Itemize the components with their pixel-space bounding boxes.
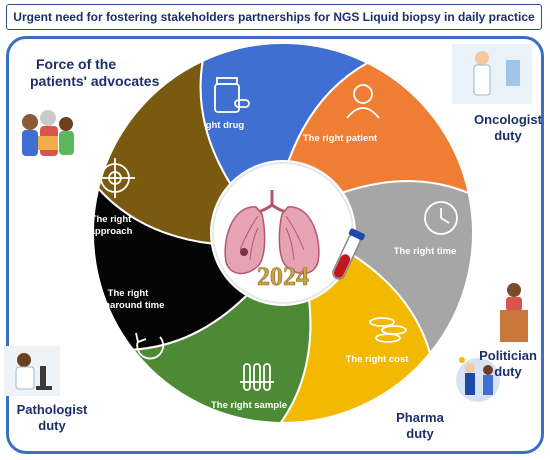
politician-role-label: Politician duty <box>468 348 548 379</box>
politician-illustration <box>500 283 528 342</box>
advocates-line1: Force of the <box>36 56 117 72</box>
pathologist-line2: duty <box>38 417 66 433</box>
politician-line1: Politician <box>479 348 537 363</box>
pathologist-role-label: Pathologist duty <box>4 402 100 433</box>
politician-line2: duty <box>494 363 522 379</box>
oncologist-line1: Oncologist <box>474 112 542 127</box>
test-tubes-icon <box>240 363 274 391</box>
person-icon <box>346 84 380 119</box>
advocates-line2: patients' advocates <box>30 72 160 89</box>
target-icon <box>95 158 135 198</box>
segment-label-4: The right cost <box>346 354 410 365</box>
pharma-line1: Pharma <box>396 410 444 425</box>
lungs-icon <box>224 190 320 275</box>
segment-4 <box>278 252 432 424</box>
pharma-role-label: Pharma duty <box>380 410 460 441</box>
refresh-arrow-icon <box>135 332 165 360</box>
oncologist-line2: duty <box>494 127 522 143</box>
segment-label-1: The right drug <box>180 120 245 131</box>
coins-icon <box>369 317 407 343</box>
pharma-illustration <box>456 357 500 402</box>
blood-tube-icon <box>332 228 365 280</box>
year-label: 2024 <box>257 262 309 291</box>
oncologist-role-label: Oncologist duty <box>468 112 548 143</box>
segment-2 <box>287 61 471 195</box>
segment-label-3: The right time <box>394 246 457 257</box>
segment-7 <box>97 59 232 245</box>
segment-label-5: The right sample <box>211 400 287 411</box>
oncologist-illustration <box>452 44 532 104</box>
page-title: Urgent need for fostering stakeholders p… <box>6 4 542 30</box>
advocates-role-label: Force of the patients' advocates <box>30 56 159 90</box>
clock-icon <box>424 201 458 235</box>
segment-5 <box>131 294 312 424</box>
pill-bottle-icon <box>214 77 250 113</box>
pathologist-illustration <box>4 346 60 396</box>
segment-6 <box>92 186 249 351</box>
segment-label-2: The right patient <box>303 133 378 144</box>
pathologist-line1: Pathologist <box>16 402 88 417</box>
advocates-illustration <box>22 110 74 156</box>
pharma-line2: duty <box>406 425 434 441</box>
